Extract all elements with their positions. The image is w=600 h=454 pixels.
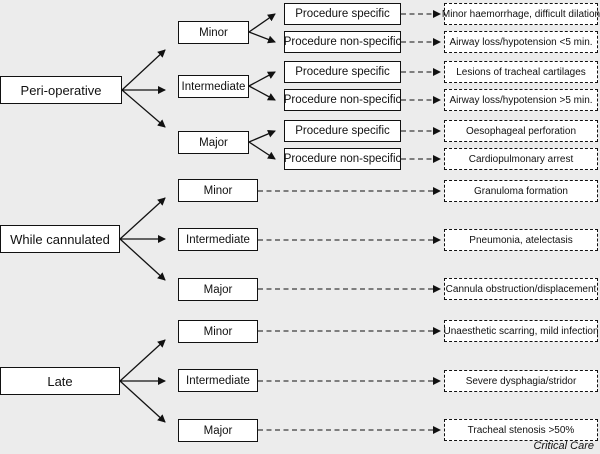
outcome-severe-dysphagia: Severe dysphagia/stridor [444,370,598,392]
category-peri-operative: Peri-operative [0,76,122,104]
severity-peri-major: Major [178,131,249,154]
outcome-unaesthetic-scarring: Unaesthetic scarring, mild infection [443,320,599,342]
category-late: Late [0,367,120,395]
arrow-cannulated-to-minor [119,197,166,240]
outcome-airway-loss-over-5: Airway loss/hypotension >5 min. [444,89,598,111]
severity-cannulated-minor: Minor [178,179,258,202]
outcome-cannula-obstruction: Cannula obstruction/displacement [444,278,598,300]
outcome-tracheal-stenosis: Tracheal stenosis >50% [444,419,598,441]
outcome-granuloma-formation: Granuloma formation [444,180,598,202]
arrow-peri-to-minor [121,49,166,91]
procedure-specific-minor: Procedure specific [284,3,401,25]
severity-late-minor: Minor [178,320,258,343]
arrow-late-to-minor [119,339,166,382]
procedure-nonspecific-major: Procedure non-specific [284,148,401,170]
arrow-cannulated-to-major [119,238,166,281]
arrow-minor-to-nonspecific [248,31,276,44]
source-credit: Critical Care [533,440,594,452]
severity-late-intermediate: Intermediate [178,369,258,392]
arrow-late-to-major [119,380,166,423]
outcome-minor-haemorrhage: Minor haemorrhage, difficult dilation [442,3,600,25]
procedure-nonspecific-intermediate: Procedure non-specific [284,89,401,111]
arrow-major-to-specific [248,130,276,143]
arrow-intermediate-to-specific [248,71,276,87]
severity-cannulated-intermediate: Intermediate [178,228,258,251]
severity-cannulated-major: Major [178,278,258,301]
procedure-nonspecific-minor: Procedure non-specific [284,31,401,53]
outcome-pneumonia-atelectasis: Pneumonia, atelectasis [444,229,598,251]
severity-peri-intermediate: Intermediate [178,75,249,98]
arrow-intermediate-to-nonspecific [248,85,276,101]
arrow-major-to-nonspecific [248,141,276,160]
outcome-cardiopulmonary-arrest: Cardiopulmonary arrest [444,148,598,170]
procedure-specific-major: Procedure specific [284,120,401,142]
arrow-minor-to-specific [248,13,276,33]
outcome-oesophageal-perforation: Oesophageal perforation [444,120,598,142]
outcome-airway-loss-under-5: Airway loss/hypotension <5 min. [444,31,598,53]
arrow-peri-to-major [121,89,166,128]
severity-late-major: Major [178,419,258,442]
procedure-specific-intermediate: Procedure specific [284,61,401,83]
severity-peri-minor: Minor [178,21,249,44]
outcome-tracheal-cartilage-lesions: Lesions of tracheal cartilages [444,61,598,83]
category-while-cannulated: While cannulated [0,225,120,253]
